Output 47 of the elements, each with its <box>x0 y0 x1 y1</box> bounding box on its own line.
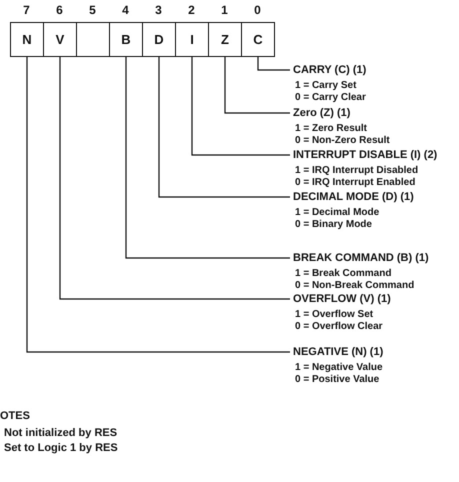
flag-value-text: 1 = Decimal Mode <box>294 207 380 219</box>
flag-heading: BREAK COMMAND (B) (1) <box>293 251 430 265</box>
leader-line <box>26 57 290 353</box>
register-bit-cell <box>76 22 110 57</box>
flag-value-text: 0 = Carry Clear <box>294 92 367 104</box>
register-bit-cell: C <box>241 22 275 57</box>
register-bit-cell: D <box>142 22 176 57</box>
note-text: Set to Logic 1 by RES <box>4 441 118 455</box>
flag-value-text: 0 = Non-Zero Result <box>294 135 391 147</box>
leader-line <box>224 57 290 114</box>
flag-value-text: 1 = Overflow Set <box>294 309 374 321</box>
flag-value-text: 0 = IRQ Interrupt Enabled <box>294 177 416 189</box>
flag-heading: DECIMAL MODE (D) (1) <box>293 190 415 204</box>
flag-heading: OVERFLOW (V) (1) <box>293 292 392 306</box>
leader-line <box>191 57 290 156</box>
flag-value-text: 0 = Positive Value <box>294 374 380 386</box>
register-bit-cell: Z <box>208 22 242 57</box>
bit-number: 6 <box>55 3 64 17</box>
flag-value-text: 1 = Negative Value <box>294 362 384 374</box>
flag-heading: NEGATIVE (N) (1) <box>293 345 384 359</box>
bit-number: 0 <box>253 3 262 17</box>
bit-number: 5 <box>88 3 97 17</box>
register-bit-cell: V <box>43 22 77 57</box>
bit-number: 1 <box>220 3 229 17</box>
bit-number: 7 <box>22 3 31 17</box>
notes-heading: OTES <box>0 409 30 423</box>
register-bit-cell: B <box>109 22 143 57</box>
flag-value-text: 0 = Binary Mode <box>294 219 373 231</box>
bit-number: 2 <box>187 3 196 17</box>
flag-value-text: 1 = Carry Set <box>294 80 358 92</box>
flag-value-text: 1 = Zero Result <box>294 123 368 135</box>
bit-number: 3 <box>154 3 163 17</box>
register-bit-cell: I <box>175 22 209 57</box>
flag-value-text: 0 = Overflow Clear <box>294 321 384 333</box>
flag-heading: CARRY (C) (1) <box>293 63 368 77</box>
register-bit-cell: N <box>10 22 44 57</box>
flag-value-text: 0 = Non-Break Command <box>294 280 416 292</box>
note-text: Not initialized by RES <box>4 426 118 440</box>
leader-line <box>59 57 290 300</box>
flag-value-text: 1 = Break Command <box>294 268 392 280</box>
leader-line <box>125 57 290 259</box>
flag-heading: INTERRUPT DISABLE (I) (2) <box>293 148 438 162</box>
flag-value-text: 1 = IRQ Interrupt Disabled <box>294 165 420 177</box>
bit-number: 4 <box>121 3 130 17</box>
flag-heading: Zero (Z) (1) <box>293 106 352 120</box>
leader-line <box>158 57 290 198</box>
leader-line <box>257 57 290 71</box>
